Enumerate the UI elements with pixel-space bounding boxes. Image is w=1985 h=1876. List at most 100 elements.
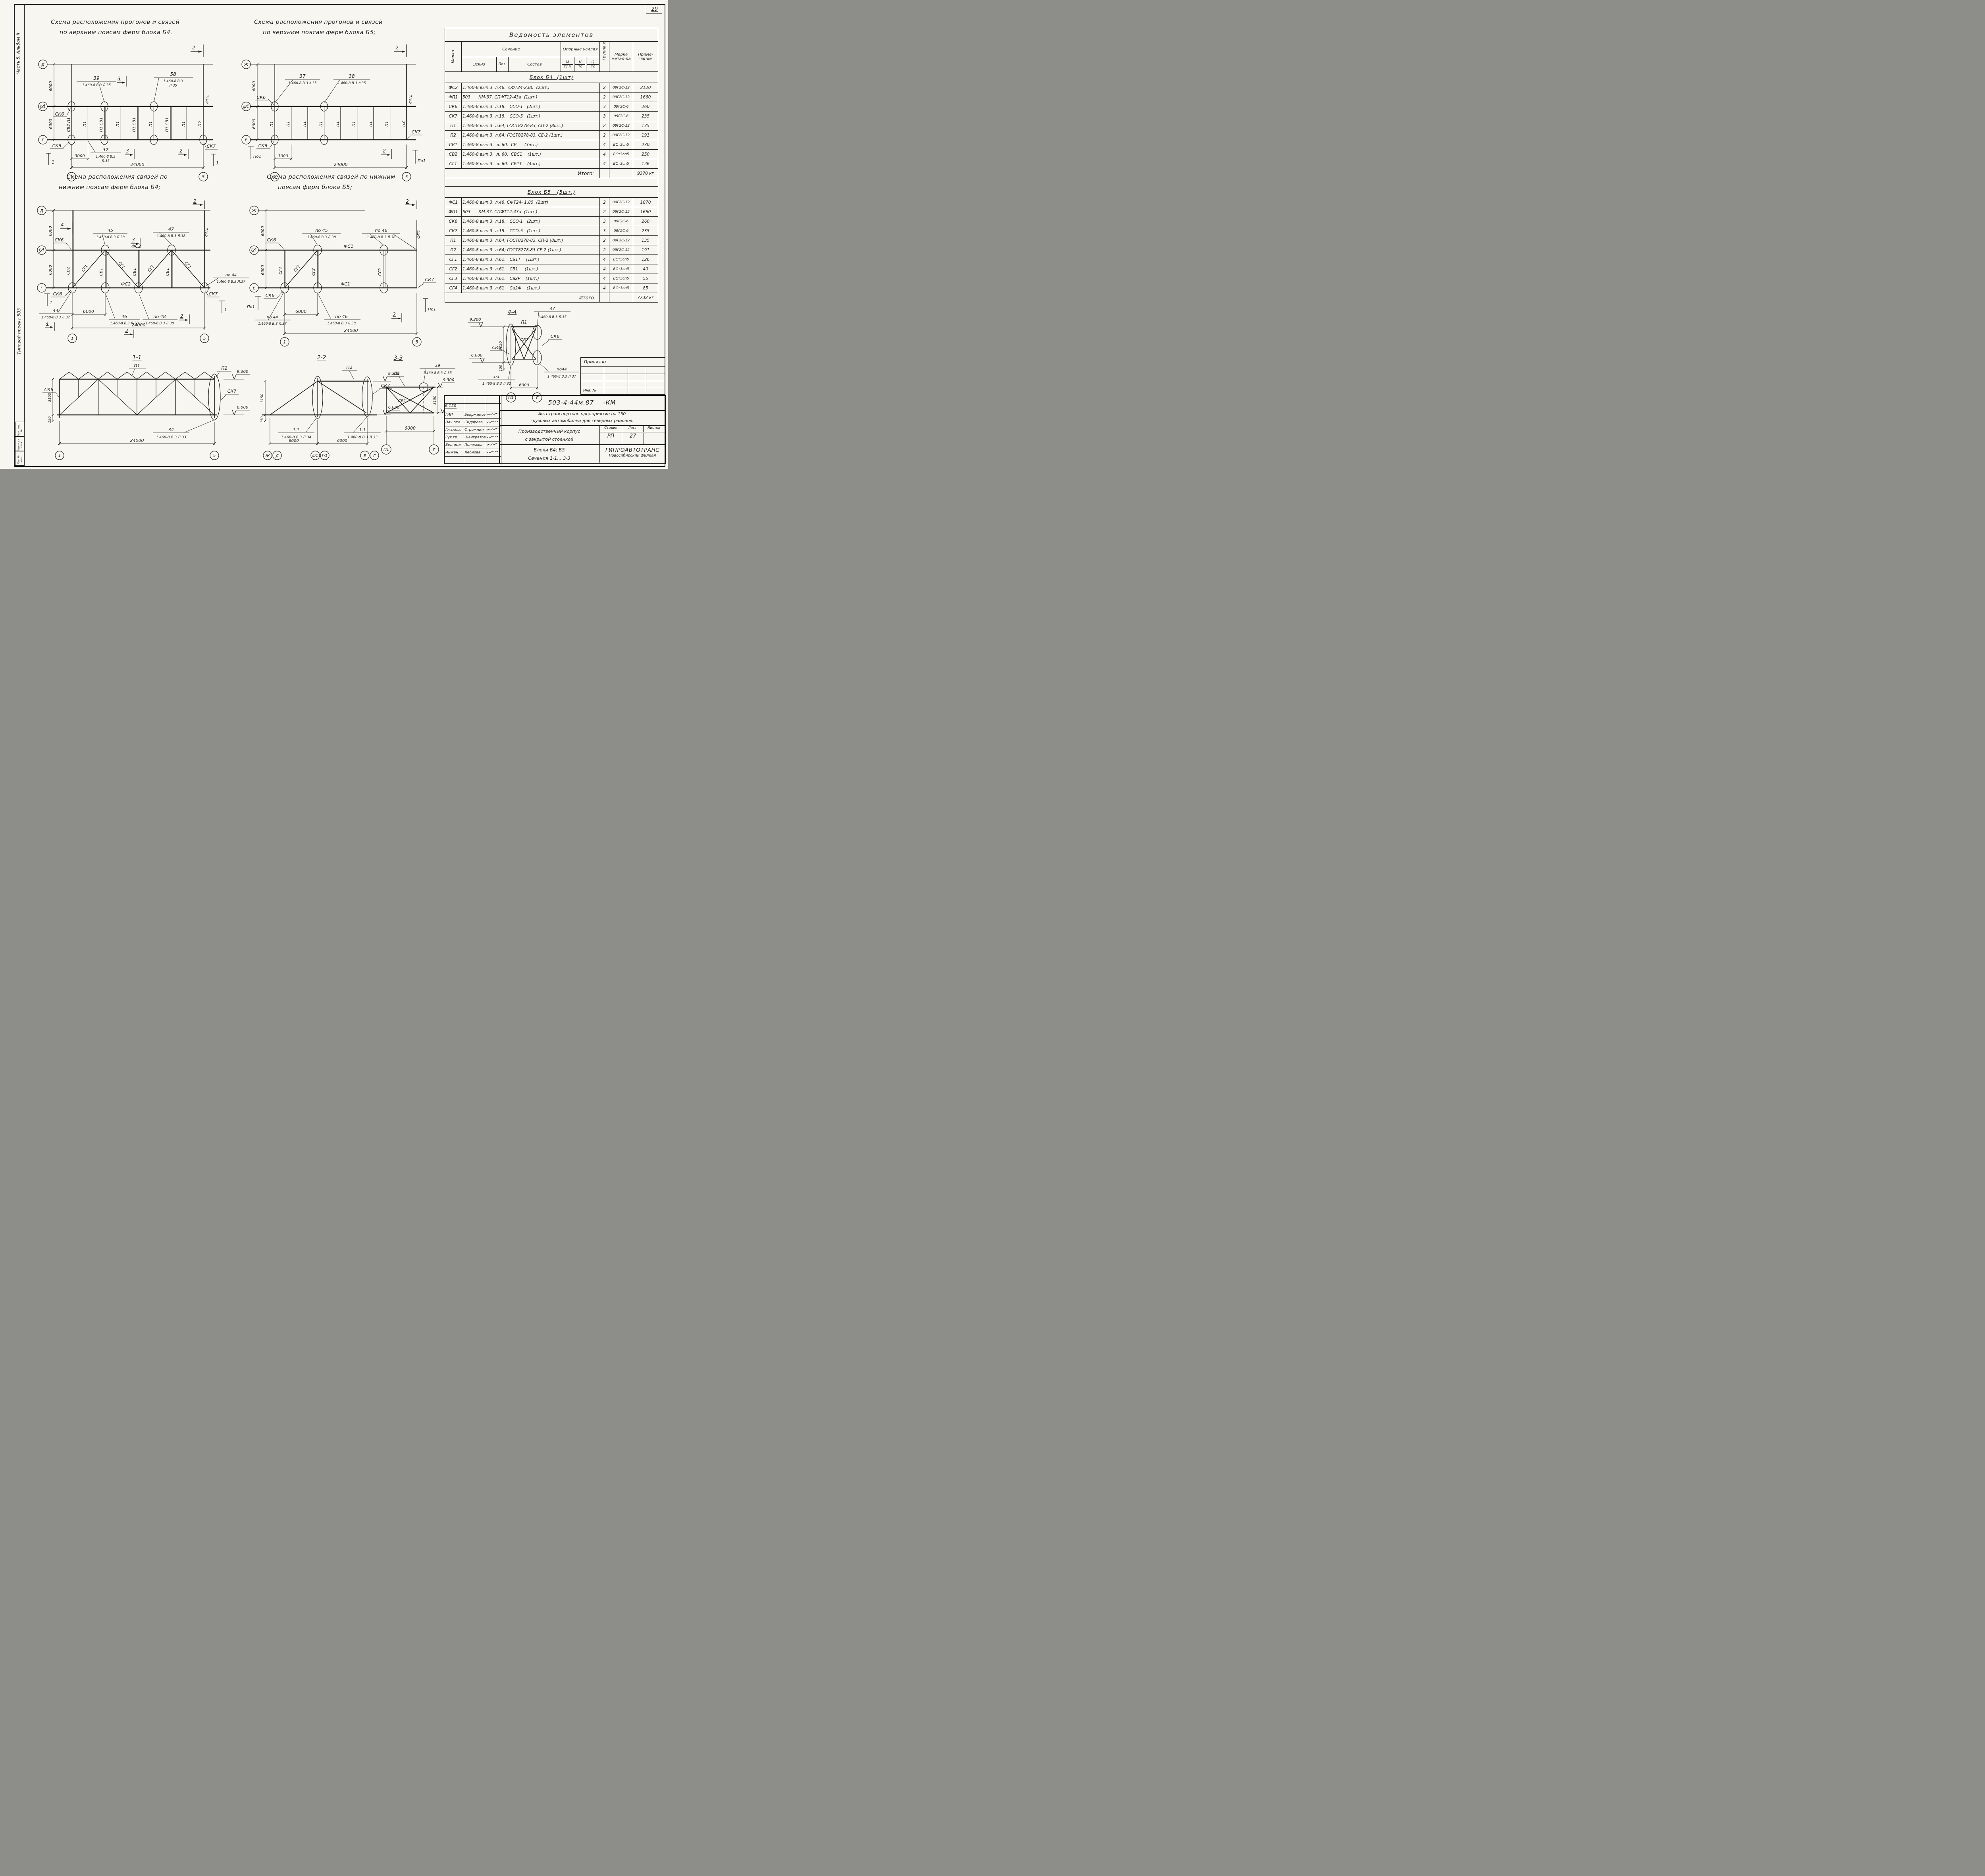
title-d2-line2: по верхним поясам ферм блока Б5; [263,29,376,36]
s11-elev-bot [224,410,250,415]
d1-section-2-bottom-label: 2 [179,148,183,154]
role-title: ГИП [445,411,464,419]
d3-sv1-label: СВ1 [133,268,137,276]
d4-sg2-label: СГ2 [378,268,382,276]
s44-members [487,324,542,366]
s44-callout-po44 [540,364,579,372]
role-title: Рук.гр. [445,434,464,442]
d3-section-2-bottom [179,314,190,324]
s11-ck6-label: СК6 [44,387,54,392]
doc-number-main: 503-4-44м.87 [548,399,594,406]
s22-dim-3150: 3150 [260,393,264,403]
s22-callout-right-ref: 1.460-8 В.3 Л.33 [347,436,378,440]
d4-dim-24000 [283,293,418,335]
row-marka: СК6 [445,216,462,226]
d3-po44-ref: 1.460-8 В.3 Л.37 [217,280,246,284]
role-name: Стрежнин [464,426,486,434]
role-name: Полякова [464,441,486,449]
margin-stamp-label-2: Подпись и дата [17,438,23,452]
d1-section-3-bottom-label: 3 [126,148,129,154]
project-name: Автотранспортное предприятие на 150 груз… [499,410,665,425]
d1-col-label: П1 [116,121,120,127]
diagram-b4-top-plan: Д Г/1 Г 6000 6000 СВ2 П1 П1 П1 СВ1 П1 П1… [38,44,219,181]
d1-ck6-upper-label: СК6 [55,112,64,117]
s44-elev-bot [469,358,489,363]
margin-stamp-box-1: Взам. инв. № [15,422,24,437]
d4-members [280,220,417,293]
d2-col-label: П1 [270,121,274,127]
d2-section-2-top [394,44,407,57]
s44-dim-3150: 3150 [499,341,503,350]
role-title: Гл.спец. [445,426,464,434]
d4-sg4-label: СГ4 [279,267,283,275]
sheet-content: Блоки Б4; Б5 Сечения 1-1... 3-3 [499,444,599,463]
s11-callout-34-num: 34 [168,427,174,432]
drawing-sheet: 29 Часть 5, Альбом II Типовой проект 503… [0,0,668,469]
s22-grid-g1: Г/1 [322,454,328,458]
d3-dim-6000-label: 6000 [83,309,94,314]
sheet-header: Лист [622,426,644,432]
stage-grid: Стадия Лист Листов РП 27 [599,425,665,444]
s11-p2-label: П2 [221,366,227,371]
d2-col-label: П1 [368,121,373,127]
d2-callout-37-num: 37 [299,73,306,79]
row-steel: 09Г2С-12 [609,83,633,93]
s44-callout-po44-ref: 1.460-8 В.3 Л.37 [547,375,576,379]
d1-col-label: П1 СВ1 [165,117,170,132]
d3-callout-47-num: 47 [168,227,174,232]
d4-callout-po46-bottom [318,293,360,320]
row-marka: ФС2 [445,83,462,93]
s22-elev-bot [373,410,400,415]
row-mass: 55 [632,274,659,283]
diagram-b5-bottom-plan: Ж Е/1 Е 6000 6000 СГ4 СГ3 СГ2 СГ1 ФС1 ФС… [247,199,436,347]
s22-p2-callout [342,370,357,380]
d2-section-2-top-label: 2 [395,45,399,50]
d1-callout-39-ref: 1.460-8 В.3 Л.35 [82,83,111,87]
row-sostav: 1.460-8 вып.3. л.61 Са2Ф (1шт.) [461,283,600,293]
s44-p1-label: П1 [521,320,527,325]
role-name: Сидорова [464,418,486,426]
d1-ck6-lower [46,141,71,165]
d2-vertical-dim [256,63,259,141]
title-d4-line1: Схема расположения связей по нижним [267,174,395,180]
s22-title: 2-2 [317,355,326,361]
s33-callout-39-num: 39 [435,363,440,368]
row-steel: 09Г2С-6 [609,111,633,121]
row-steel: ВСт3сп5 [609,149,633,159]
d1-section-2-bottom [178,149,189,159]
d1-dim-24000-label: 24000 [131,162,145,167]
d3-axis-bot: Г [40,286,43,291]
row-sostav: 1.460-8 вып.3. л.18. ССО-1 (2шт.) [461,102,600,112]
d1-callout-58 [154,77,193,103]
d3-ck7-label: СК7 [209,291,218,297]
row-steel: ВСт3сп5 [609,264,633,274]
s44-title: 4-4 [508,309,517,316]
d1-callout-39 [77,81,116,103]
d4-vertical-dim [264,209,268,289]
d3-sg1-label: СГ1 [118,261,126,270]
row-mass: 191 [632,130,659,140]
organization: ГИПРОАВТОТРАНС Новосибирский филиал [599,444,665,463]
d2-ck6-lower [256,141,274,149]
d1-callout-58-ref2: Л.35 [169,84,177,88]
d1-callout-37-num: 37 [103,147,108,152]
d3-callout-po48 [139,293,177,320]
margin-stamp-label-1: Взам. инв. № [17,424,23,437]
signature [486,418,501,426]
d2-po1-right [412,150,418,164]
s44-ck6-left-label: СК6 [492,345,501,350]
row-mass: 230 [632,140,659,150]
d4-callout-po45-ref: 1.460-8 В.3 Л.38 [307,235,336,239]
d3-callout-46 [105,293,140,320]
d3-dim-24000 [71,293,206,330]
s11-dim-24000 [58,421,216,445]
d4-callout-po46-top-ref: 1.460-8 В.3 Л.38 [367,235,396,239]
d2-po1-right-label: По1 [418,159,426,163]
s33-elev-top [431,382,455,388]
d2-axis-top: Ж [244,63,249,67]
d1-vertical-dim [52,63,56,141]
s11-dim-3150: 3150 [48,393,52,402]
title-d1-line1: Схема расположения прогонов и связей [51,19,180,25]
d3-dim-6000-a: 6000 [48,226,53,236]
